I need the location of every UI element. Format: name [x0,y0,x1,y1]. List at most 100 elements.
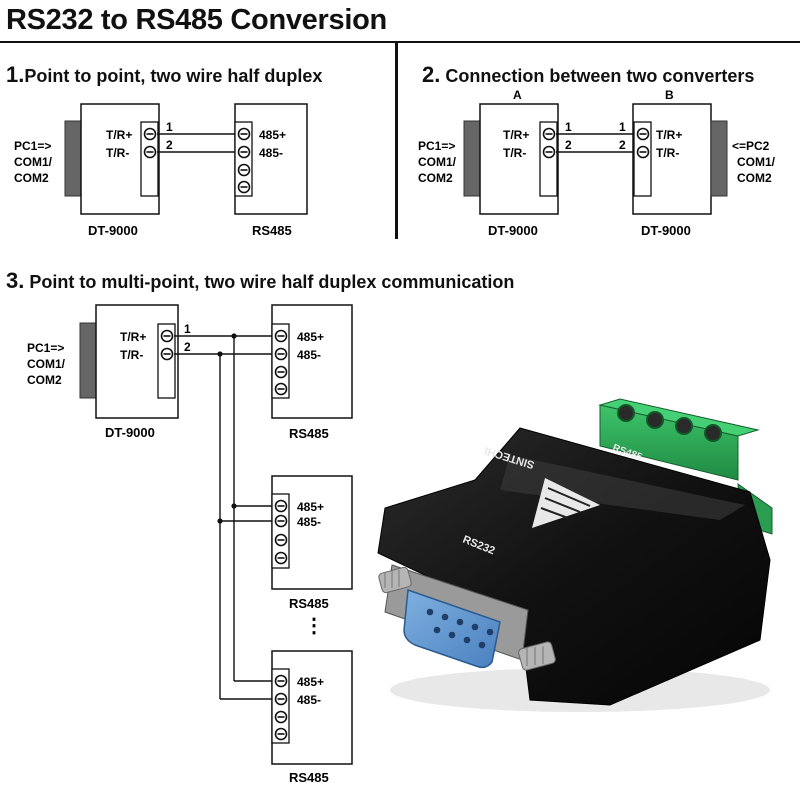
wire-2-label: 2 [619,138,626,152]
terminal-screw-icon [274,533,288,547]
terminal-screw-icon [636,127,650,141]
485-minus-label: 485- [259,146,283,160]
tr-plus-label: T/R+ [106,128,132,142]
section-2-text: Connection between two converters [440,66,755,86]
pc-port-2 [710,120,728,197]
terminal-screw-icon [274,674,288,688]
com2-label: COM2 [14,171,49,185]
terminal-block [140,121,159,197]
pc2-label: <=PC2 [732,139,770,153]
terminal-screw-icon [274,382,288,396]
terminal-screw-icon [160,347,174,361]
terminal-screw-icon [160,329,174,343]
terminal-screw-icon [237,127,251,141]
db9-connector [378,564,556,671]
485-plus-label: 485+ [297,330,324,344]
terminal-screw-icon [274,329,288,343]
485-plus-label: 485+ [297,675,324,689]
terminal-screw-icon [143,145,157,159]
terminal-screw-icon [274,727,288,741]
terminal-screw-icon [237,163,251,177]
converter-b-label: B [665,88,674,102]
485-plus-label: 485+ [259,128,286,142]
diagram-point-to-point: PC1=> COM1/ COM2 T/R+ T/R- DT-9000 1 2 4… [14,103,308,238]
pc-port-1 [463,120,481,197]
terminal-block [633,121,652,197]
dt9000-label-b: DT-9000 [641,223,691,238]
pc-port-1: PC1=> COM1/ COM2 [14,120,82,197]
terminal-block [271,493,290,569]
tr-plus-label: T/R+ [120,330,146,344]
continuation-dots: ⋮ [304,615,324,637]
rs485-label-1: RS485 [289,426,329,441]
tr-plus-label: T/R+ [656,128,682,142]
section-1-number: 1. [6,62,25,87]
485-minus-label: 485- [297,515,321,529]
terminal-screw-icon [274,514,288,528]
section-2-number: 2. [422,62,441,87]
pc-port-1 [79,322,97,399]
terminal-screw-icon [274,347,288,361]
thumb-screw-icon [378,566,412,594]
tr-minus-label: T/R- [656,146,679,160]
wire-1-label: 1 [184,322,191,336]
com2-label: COM2 [737,171,772,185]
wire-2-label: 2 [184,340,191,354]
rs485-label-3: RS485 [289,770,329,785]
wire-1-label: 1 [166,120,173,134]
wire-2-label: 2 [565,138,572,152]
terminal-screw-icon [542,127,556,141]
485-minus-label: 485- [297,348,321,362]
tr-minus-label: T/R- [120,348,143,362]
terminal-screw-icon [237,145,251,159]
terminal-block [271,668,290,744]
section-2-heading: 2. Connection between two converters [422,62,754,88]
terminal-screw-icon [274,499,288,513]
terminal-screw-icon [237,180,251,194]
section-3-number: 3. [6,268,25,293]
tr-plus-label: T/R+ [503,128,529,142]
terminal-screw-icon [143,127,157,141]
com1-label: COM1/ [27,357,66,371]
brand-logo-icon [532,478,600,528]
485-minus-label: 485- [297,693,321,707]
dt9000-label: DT-9000 [105,425,155,440]
converter-a-label: A [513,88,522,102]
wire-1-label: 1 [619,120,626,134]
wire-1-label: 1 [565,120,572,134]
page-title: RS232 to RS485 Conversion [6,4,387,36]
pc1-label: PC1=> [27,341,64,355]
section-divider [395,43,398,239]
terminal-screw-icon [636,145,650,159]
terminal-block [271,323,290,399]
pc1-label: PC1=> [14,139,51,153]
terminal-block [539,121,558,197]
rs485-label-2: RS485 [289,596,329,611]
tr-minus-label: T/R- [106,146,129,160]
converter-product-image: SINTECHI RS485 RS232 [377,398,773,712]
terminal-screw-icon [542,145,556,159]
diagram-two-converters: A B PC1=> COM1/ COM2 T/R+ T/R- DT-9000 1… [418,88,776,238]
diagram-multi-point: PC1=> COM1/ COM2 T/R+ T/R- DT-9000 1 2 [27,304,353,785]
junction-dots [217,333,237,524]
terminal-screw-icon [274,365,288,379]
485-plus-label: 485+ [297,500,324,514]
bus-wires [174,335,276,700]
com2-label: COM2 [27,373,62,387]
terminal-block [157,323,176,399]
thumb-screw-icon [518,641,556,671]
wire-2-label: 2 [166,138,173,152]
dt9000-label: DT-9000 [88,223,138,238]
terminal-screw-icon [274,692,288,706]
com1-label: COM1/ [14,155,53,169]
title-divider [0,41,800,43]
terminal-screw-icon [274,710,288,724]
section-1-heading: 1.Point to point, two wire half duplex [6,62,322,88]
rs485-label: RS485 [252,223,292,238]
section-3-text: Point to multi-point, two wire half dupl… [24,272,515,292]
tr-minus-label: T/R- [503,146,526,160]
pc1-label: PC1=> [418,139,455,153]
com1-label: COM1/ [418,155,457,169]
terminal-block [234,121,253,197]
